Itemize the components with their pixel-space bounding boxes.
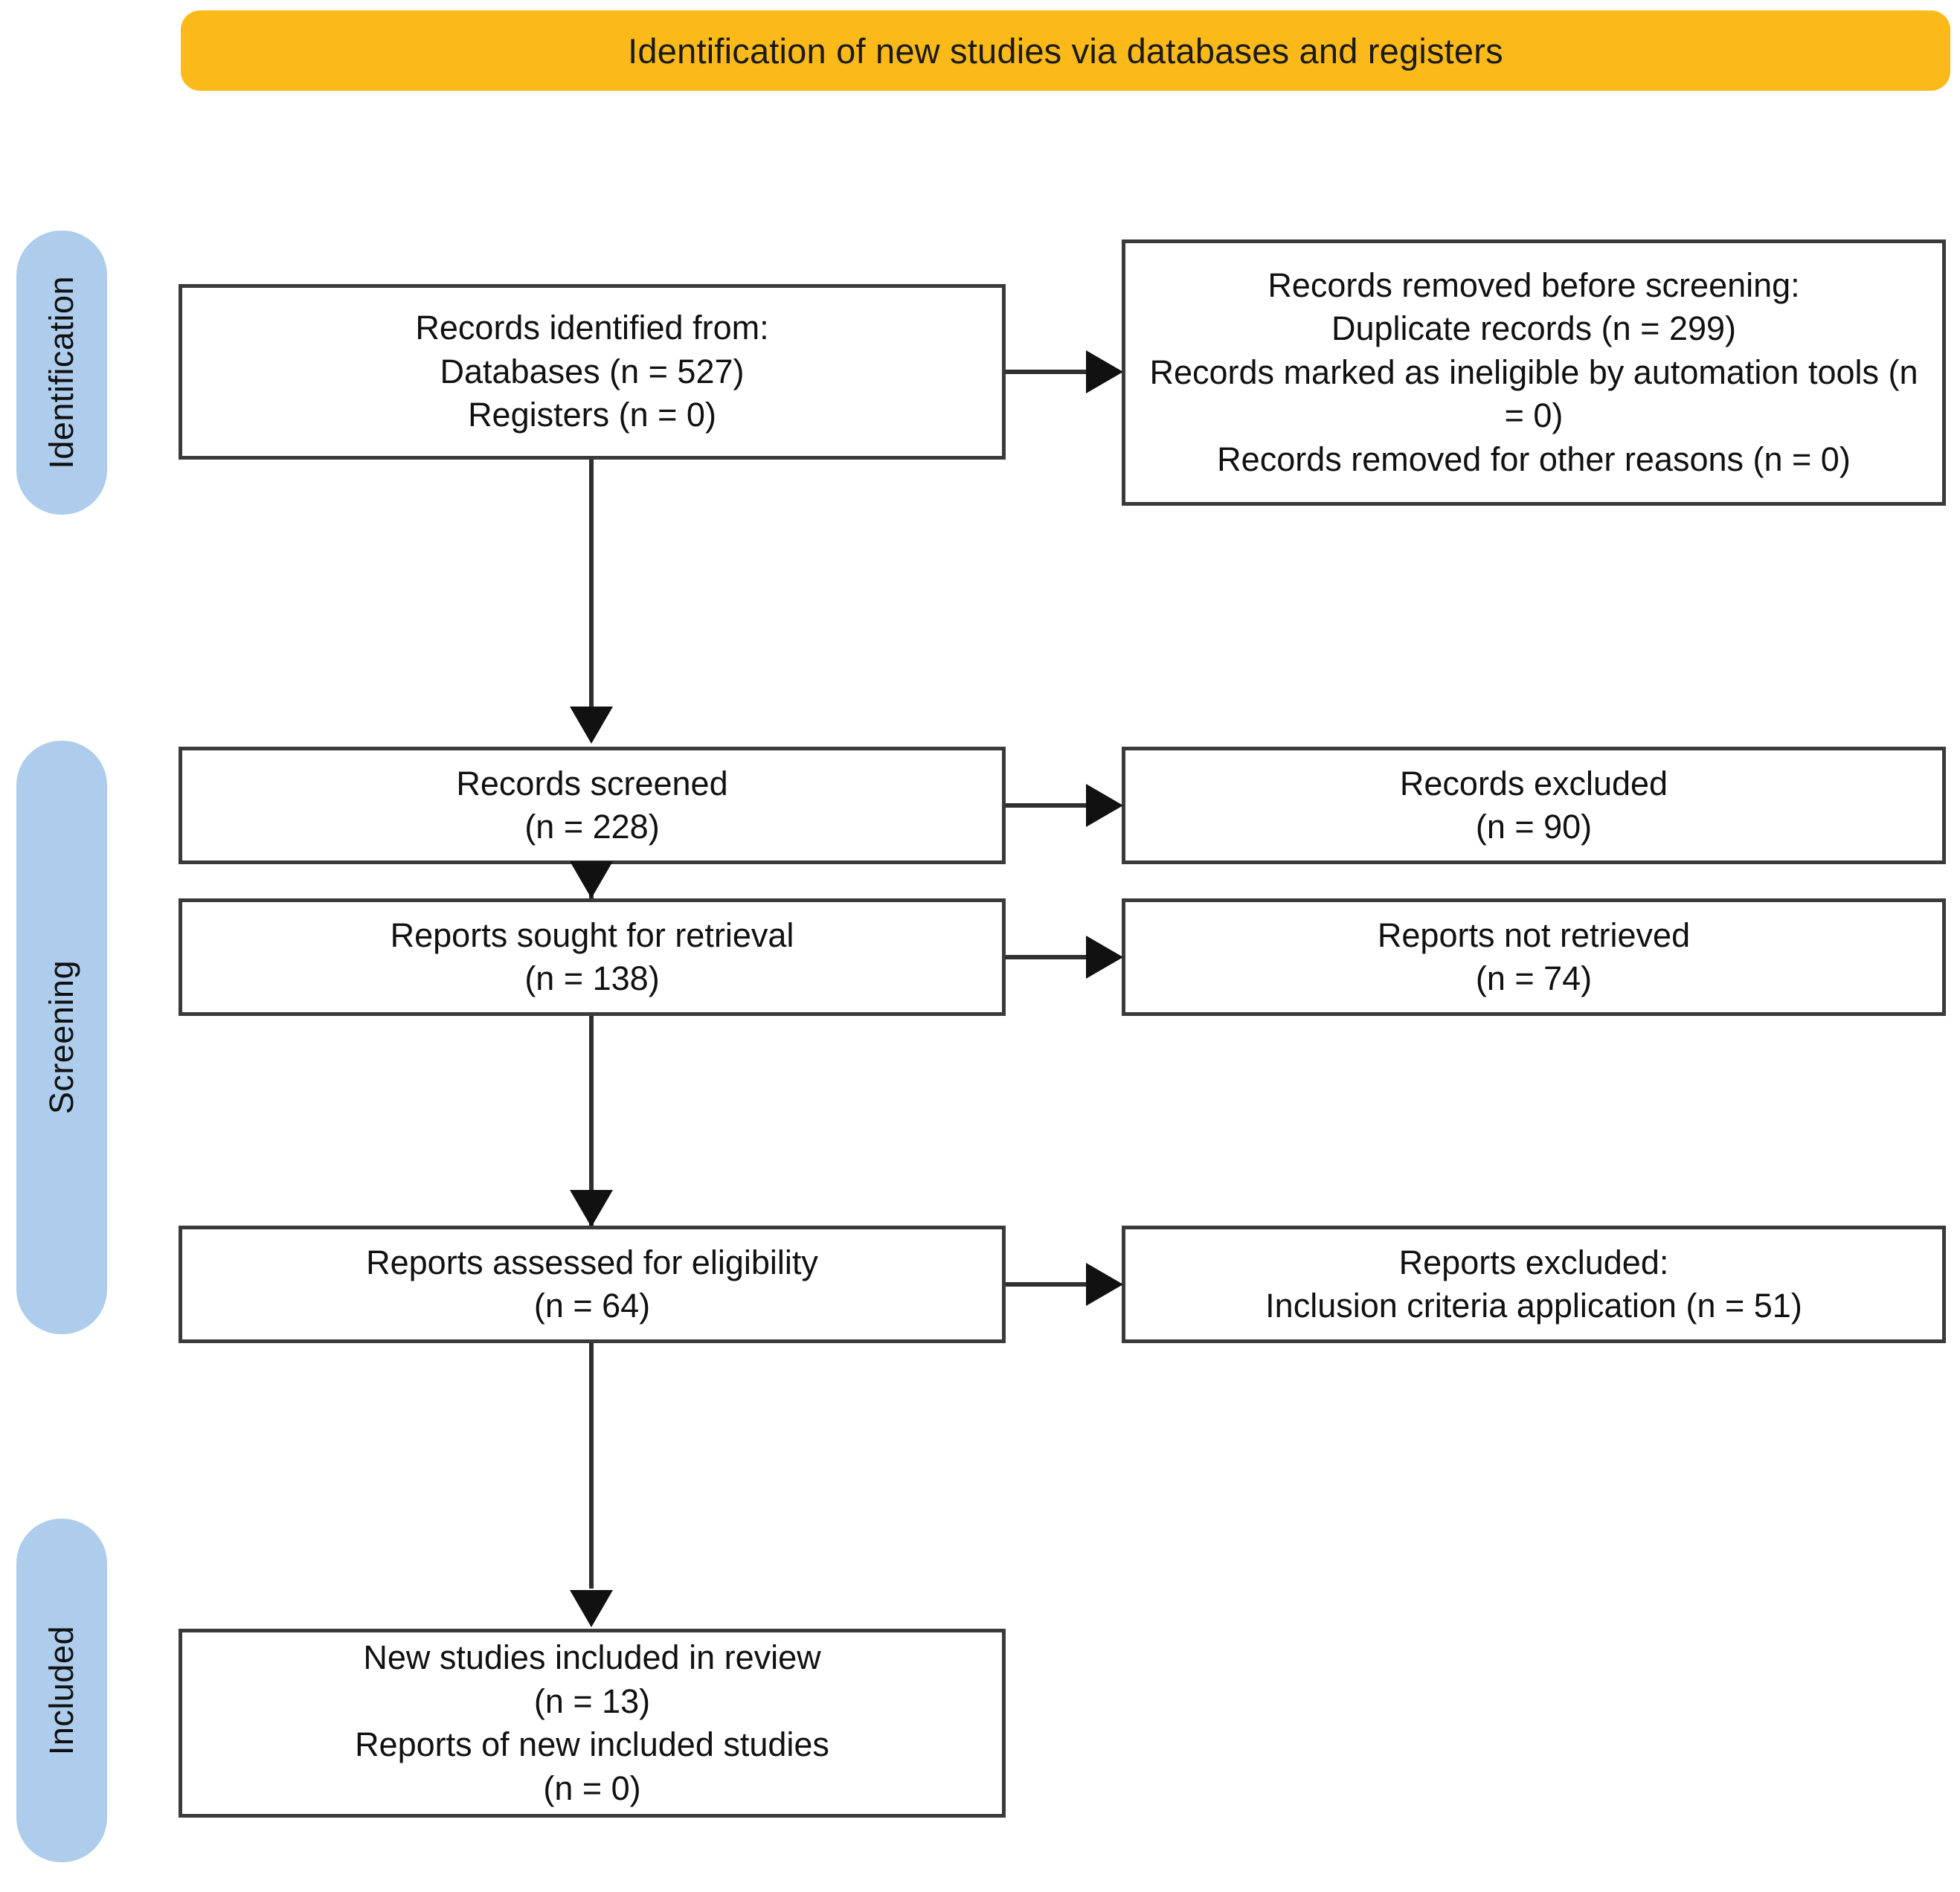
stage-label-screening: Screening <box>42 960 80 1115</box>
box-reports-sought-for-retrieval: Reports sought for retrieval (n = 138) <box>179 898 1006 1016</box>
box-records-identified-line-2: Databases (n = 527) <box>440 352 745 390</box>
stage-label-included: Included <box>42 1625 80 1756</box>
box-records-screened-line-1: Records screened <box>456 764 728 802</box>
box-reports-not-retrieved-line-1: Reports not retrieved <box>1377 916 1691 954</box>
connector-sought-to-assessed-shaft <box>589 1016 594 1227</box>
stage-pill-identification: Identification <box>16 231 107 515</box>
box-new-studies-included-line-2: (n = 13) <box>533 1682 651 1720</box>
box-records-identified: Records identified from: Databases (n = … <box>179 284 1006 460</box>
box-reports-sought-line-2: (n = 138) <box>524 959 660 997</box>
box-records-excluded-line-2: (n = 90) <box>1475 808 1593 846</box>
box-records-removed-line-4: Records removed for other reasons (n = 0… <box>1217 440 1851 478</box>
box-new-studies-included-line-4: (n = 0) <box>543 1769 641 1807</box>
box-reports-not-retrieved-line-2: (n = 74) <box>1475 959 1593 997</box>
connector-identified-to-screened-arrowhead-icon <box>570 707 613 744</box>
box-reports-not-retrieved: Reports not retrieved (n = 74) <box>1122 898 1946 1016</box>
box-records-excluded: Records excluded (n = 90) <box>1122 747 1946 864</box>
connector-sought-to-notretrieved-arrowhead-icon <box>1086 936 1123 979</box>
connector-identified-to-screened-shaft <box>589 460 594 712</box>
box-new-studies-included: New studies included in review (n = 13) … <box>179 1629 1006 1818</box>
stage-pill-screening: Screening <box>16 741 107 1334</box>
box-records-removed-line-2: Duplicate records (n = 299) <box>1331 309 1737 348</box>
box-records-identified-line-3: Registers (n = 0) <box>468 396 716 434</box>
box-records-screened-line-2: (n = 228) <box>524 808 660 846</box>
box-reports-assessed-line-2: (n = 64) <box>533 1287 651 1325</box>
connector-screened-to-excluded-arrowhead-icon <box>1086 784 1123 827</box>
connector-assessed-to-reportsexcluded-shaft <box>1006 1282 1102 1287</box>
box-records-excluded-line-1: Records excluded <box>1399 764 1668 802</box>
box-new-studies-included-line-3: Reports of new included studies <box>355 1725 829 1763</box>
box-records-removed-line-3: Records marked as ineligible by automati… <box>1149 353 1928 435</box>
page-title: Identification of new studies via databa… <box>628 30 1503 71</box>
box-new-studies-included-line-1: New studies included in review <box>363 1638 821 1676</box>
box-reports-assessed-line-1: Reports assessed for eligibility <box>366 1243 818 1281</box>
box-records-removed-line-1: Records removed before screening: <box>1267 266 1800 304</box>
diagram-header-banner: Identification of new studies via databa… <box>181 10 1950 91</box>
connector-sought-to-assessed-arrowhead-icon <box>570 1190 613 1227</box>
box-reports-assessed-for-eligibility: Reports assessed for eligibility (n = 64… <box>179 1226 1006 1343</box>
connector-screened-to-sought-arrowhead-icon <box>570 861 613 898</box>
connector-screened-to-excluded-shaft <box>1006 803 1102 808</box>
box-records-removed-before-screening: Records removed before screening: Duplic… <box>1122 239 1946 506</box>
stage-label-identification: Identification <box>42 276 80 469</box>
connector-sought-to-notretrieved-shaft <box>1006 955 1102 959</box>
connector-identified-to-removed-shaft <box>1006 370 1102 374</box>
connector-assessed-to-included-arrowhead-icon <box>570 1590 613 1627</box>
box-records-identified-line-1: Records identified from: <box>415 309 769 347</box>
connector-assessed-to-reportsexcluded-arrowhead-icon <box>1086 1263 1123 1306</box>
box-reports-excluded-line-2: Inclusion criteria application (n = 51) <box>1265 1287 1802 1325</box>
connector-assessed-to-included-shaft <box>589 1343 594 1589</box>
connector-identified-to-removed-arrowhead-icon <box>1086 350 1123 393</box>
stage-pill-included: Included <box>16 1519 107 1862</box>
box-reports-excluded-line-1: Reports excluded: <box>1398 1243 1669 1281</box>
box-reports-excluded: Reports excluded: Inclusion criteria app… <box>1122 1226 1946 1343</box>
box-records-screened: Records screened (n = 228) <box>179 747 1006 864</box>
box-reports-sought-line-1: Reports sought for retrieval <box>390 916 794 954</box>
